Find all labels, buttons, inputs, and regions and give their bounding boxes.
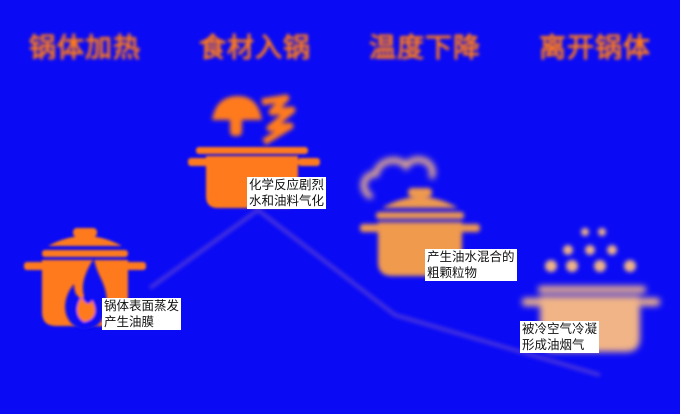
- stage-label-leaving: 被冷空气冷凝 形成油烟气: [520, 321, 600, 353]
- flame-icon: [65, 258, 107, 330]
- stage-label-cooling: 产生油水混合的 粗颗粒物: [425, 249, 517, 281]
- stage-title-leaving: 离开锅体: [539, 33, 651, 64]
- process-line: [149, 208, 601, 377]
- droplets-icon: [545, 228, 636, 272]
- stage-title-cooling: 温度下降: [369, 33, 481, 64]
- stage-title-heating: 锅体加热: [29, 33, 141, 64]
- steam-cloud-icon: [360, 156, 436, 199]
- stage-label-food-in: 化学反应剧烈 水和油料气化: [247, 177, 327, 209]
- stage-label-heating: 锅体表面蒸发 产生油膜: [102, 298, 182, 330]
- food-icon: [212, 94, 296, 145]
- stage-title-food-in: 食材入锅: [199, 33, 311, 64]
